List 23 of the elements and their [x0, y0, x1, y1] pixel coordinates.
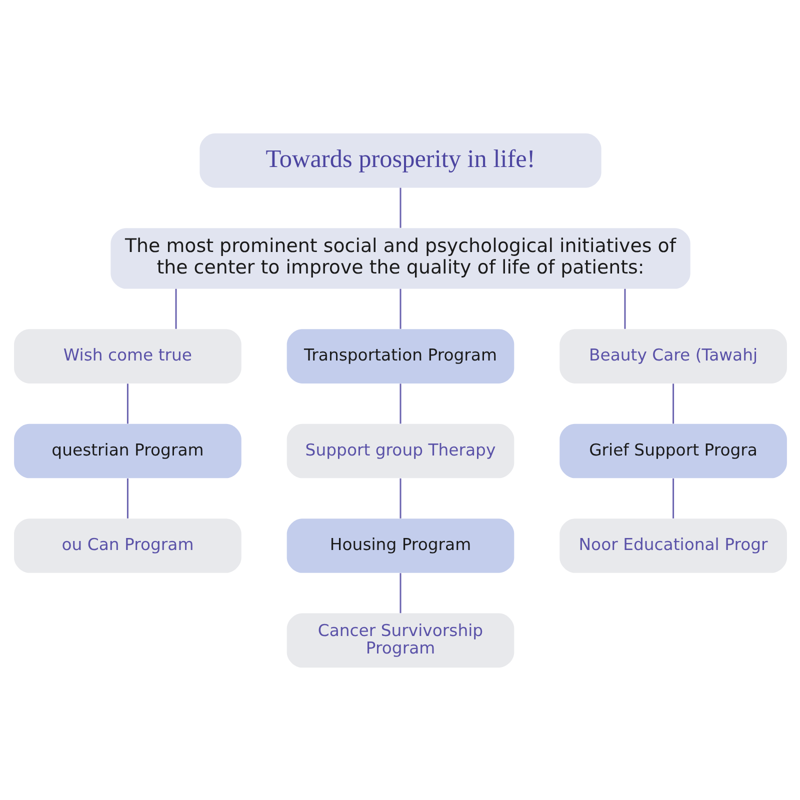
connector	[174, 288, 176, 328]
node-box: Support group Therapy	[286, 423, 514, 478]
node-box: ou Can Program	[14, 518, 241, 572]
connector	[672, 383, 674, 424]
connector	[672, 478, 674, 518]
connector	[399, 478, 401, 518]
node-box: Wish come true	[14, 328, 241, 383]
node-box: Grief Support Progra	[559, 423, 786, 478]
connector	[399, 572, 401, 613]
node-box: Beauty Care (Tawahj	[559, 328, 786, 383]
connector	[126, 383, 128, 424]
node-box: Towards prosperity in life!	[199, 132, 601, 188]
node-box: Cancer Survivorship Program	[286, 612, 514, 668]
connector	[624, 288, 626, 328]
connector	[399, 187, 401, 228]
node-box: The most prominent social and psychological initiatives of the center to improve the quality of life of patients:	[110, 228, 690, 288]
node-box: Transportation Program	[286, 328, 514, 383]
node-box: Noor Educational Progr	[559, 518, 786, 572]
node-box: questrian Program	[14, 423, 241, 478]
connector	[399, 383, 401, 424]
connector	[126, 478, 128, 518]
node-box: Housing Program	[286, 518, 514, 572]
connector	[399, 288, 401, 328]
